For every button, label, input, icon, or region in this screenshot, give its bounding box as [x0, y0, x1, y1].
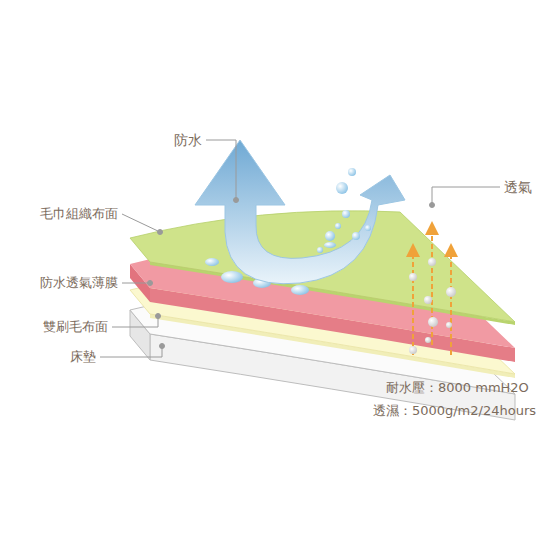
spec-text: 耐水壓：8000 mmH2O	[386, 380, 529, 396]
spec-text: 透濕：5000g/m2/24hours	[373, 403, 536, 419]
breath-arrows	[413, 228, 451, 355]
callout-label: 防水	[174, 132, 202, 148]
vapour-bubbles	[409, 258, 456, 354]
leader-lines	[100, 140, 500, 357]
splash-droplets	[317, 168, 371, 253]
layer-label: 防水透氣薄膜	[40, 275, 118, 291]
waterproof-arrow	[195, 140, 405, 284]
layer-label: 毛巾組織布面	[40, 206, 118, 222]
layer-label: 雙刷毛布面	[43, 319, 108, 335]
callout-label: 透氣	[504, 179, 532, 195]
layer-label: 床墊	[70, 349, 96, 365]
